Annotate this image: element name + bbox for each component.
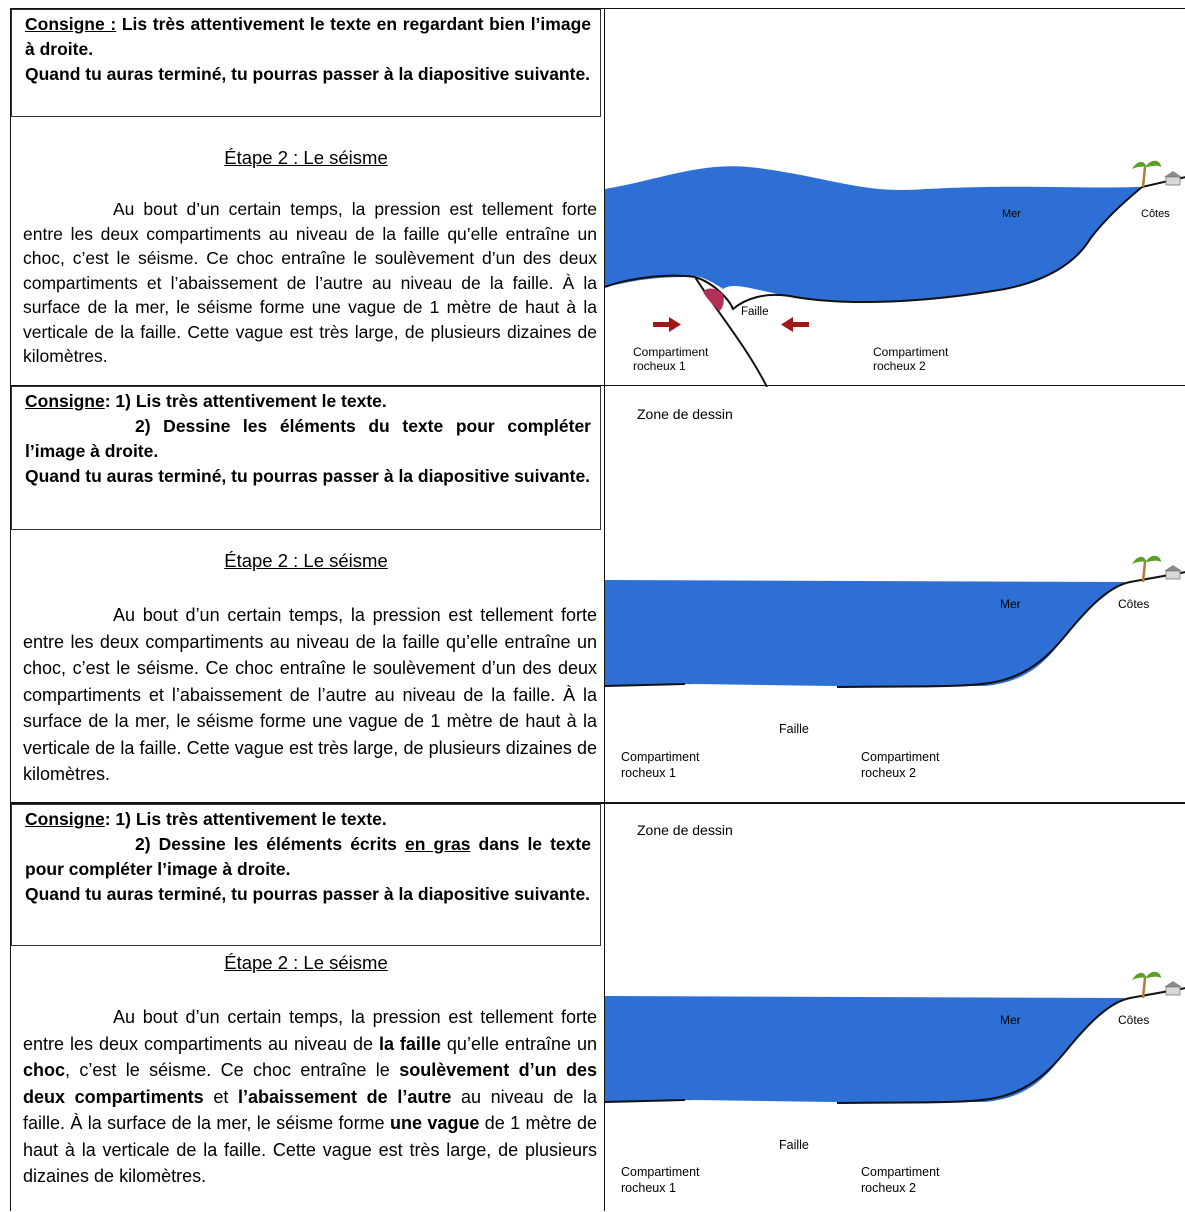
drawing-zone-label: Zone de dessin <box>637 822 733 838</box>
consigne-line: Quand tu auras terminé, tu pourras passe… <box>25 884 591 904</box>
label-mer: Mer <box>1000 1013 1021 1027</box>
label-comp2-line1: Compartiment <box>861 1165 940 1179</box>
label-cotes: Côtes <box>1118 1013 1149 1027</box>
consigne-line: 2) Dessine les éléments écrits <box>135 834 397 854</box>
label-comp1-line1: Compartiment <box>621 1165 700 1179</box>
paragraph: Au bout d’un certain temps, la pression … <box>23 1004 597 1190</box>
sea <box>605 166 1142 303</box>
paragraph-text: au niveau de la faille. À la surface de … <box>23 1086 597 1134</box>
panel-2: Consigne: 1) Lis très attentivement le t… <box>10 385 1185 803</box>
consigne-line: Lis très attentivement le texte en regar… <box>25 14 591 59</box>
consigne-box: Consigne: 1) Lis très attentivement le t… <box>11 386 601 530</box>
paragraph-text: qu’elle entraîne un <box>446 1033 597 1054</box>
label-comp1-line2: rocheux 1 <box>621 766 676 780</box>
seafloor-line-right <box>836 987 1185 1104</box>
bold-term: une vague <box>389 1113 480 1133</box>
step-title: Étape 2 : Le séisme <box>224 147 388 168</box>
house-icon <box>1164 171 1182 186</box>
paragraph-text: Au bout d’un certain temps, la pression … <box>23 199 597 366</box>
palm-tree-icon <box>1132 555 1161 583</box>
paragraph: Au bout d’un certain temps, la pression … <box>23 602 597 788</box>
paragraph-text: Au bout d’un certain temps, la pression … <box>23 1007 597 1054</box>
label-comp1-line2: rocheux 1 <box>633 359 686 373</box>
consigne-line: dans le texte pour compléter l’image à d… <box>25 834 591 879</box>
label-comp2-line2: rocheux 2 <box>873 359 926 373</box>
paragraph-text: de 1 mètre de haut à la verticale de la … <box>23 1113 597 1186</box>
palm-tree-icon <box>1132 971 1161 999</box>
label-comp2-line2: rocheux 2 <box>861 1181 916 1195</box>
panel-1-figure: Mer Côtes Faille Compartiment rocheux 1 … <box>604 9 1185 388</box>
label-comp2-line2: rocheux 2 <box>861 766 916 780</box>
paragraph-text: Au bout d’un certain temps, la pression … <box>23 605 597 784</box>
panel-3-text-column: Consigne: 1) Lis très attentivement le t… <box>11 804 605 1211</box>
label-mer: Mer <box>1002 208 1021 220</box>
panel-2-figure: Zone de dessin Mer Côtes Faille Comparti… <box>605 386 1185 802</box>
label-faille: Faille <box>779 722 809 736</box>
label-comp1-line1: Compartiment <box>621 750 700 764</box>
paragraph-text: et <box>213 1086 229 1107</box>
bold-term: soulèvement d’un des deux compartiments <box>23 1060 598 1107</box>
bold-term: choc <box>23 1060 66 1080</box>
blank-seismic-diagram: Mer Côtes Faille Compartiment rocheux 1 … <box>605 971 1185 1195</box>
consigne-line: : 1) Lis très attentivement le texte. <box>104 809 387 829</box>
paragraph: Au bout d’un certain temps, la pression … <box>23 197 597 369</box>
consigne-line: 2) Dessine les éléments du texte pour co… <box>25 416 591 461</box>
label-faille: Faille <box>741 306 768 318</box>
panel-1: Consigne : Lis très attentivement le tex… <box>10 8 1185 388</box>
blank-seismic-diagram: Mer Côtes Faille Compartiment rocheux 1 … <box>605 555 1185 780</box>
collision-zone <box>703 288 724 311</box>
step-title: Étape 2 : Le séisme <box>224 952 388 973</box>
step-title: Étape 2 : Le séisme <box>224 550 388 571</box>
bold-term: l’abaissement de l’autre <box>237 1086 452 1107</box>
consigne-line: : 1) Lis très attentivement le texte. <box>104 391 387 411</box>
seafloor-line-right <box>836 571 1185 688</box>
label-comp2-line1: Compartiment <box>873 345 949 359</box>
label-cotes: Côtes <box>1141 208 1170 220</box>
consigne-emphasis: en gras <box>404 834 471 854</box>
drawing-zone-label: Zone de dessin <box>637 406 733 422</box>
panel-2-text-column: Consigne: 1) Lis très attentivement le t… <box>11 386 605 802</box>
consigne-label: Consigne <box>25 391 105 411</box>
label-comp2-line1: Compartiment <box>861 750 940 764</box>
panel-1-text-column: Consigne : Lis très attentivement le tex… <box>11 9 605 385</box>
house-icon <box>1164 981 1182 996</box>
red-arrow-icon <box>653 317 681 332</box>
panel-3-figure: Zone de dessin Mer Côtes Faille Comparti… <box>605 804 1185 1211</box>
fault-line <box>694 276 768 388</box>
seismic-diagram: Mer Côtes Faille Compartiment rocheux 1 … <box>604 160 1185 388</box>
consigne-label: Consigne <box>25 809 105 829</box>
label-comp1-line1: Compartiment <box>633 345 709 359</box>
consigne-line: Quand tu auras terminé, tu pourras passe… <box>25 466 591 486</box>
label-comp1-line2: rocheux 1 <box>621 1181 676 1195</box>
sea <box>605 580 1125 686</box>
label-mer: Mer <box>1000 597 1021 611</box>
house-icon <box>1164 565 1182 580</box>
seafloor-line-left <box>605 1099 686 1103</box>
red-arrow-icon <box>781 317 809 332</box>
palm-tree-icon <box>1132 160 1161 188</box>
paragraph-text: , c’est le séisme. Ce choc entraîne le <box>65 1060 390 1080</box>
consigne-box: Consigne: 1) Lis très attentivement le t… <box>11 804 601 946</box>
consigne-line: Quand tu auras terminé, tu pourras passe… <box>25 64 591 84</box>
consigne-box: Consigne : Lis très attentivement le tex… <box>11 9 601 117</box>
seafloor-line-left <box>605 683 686 687</box>
bold-term: la faille <box>378 1033 441 1054</box>
label-faille: Faille <box>779 1138 809 1152</box>
sea <box>605 996 1125 1102</box>
panel-3: Consigne: 1) Lis très attentivement le t… <box>10 803 1185 1211</box>
consigne-label: Consigne : <box>25 14 117 34</box>
label-cotes: Côtes <box>1118 597 1149 611</box>
